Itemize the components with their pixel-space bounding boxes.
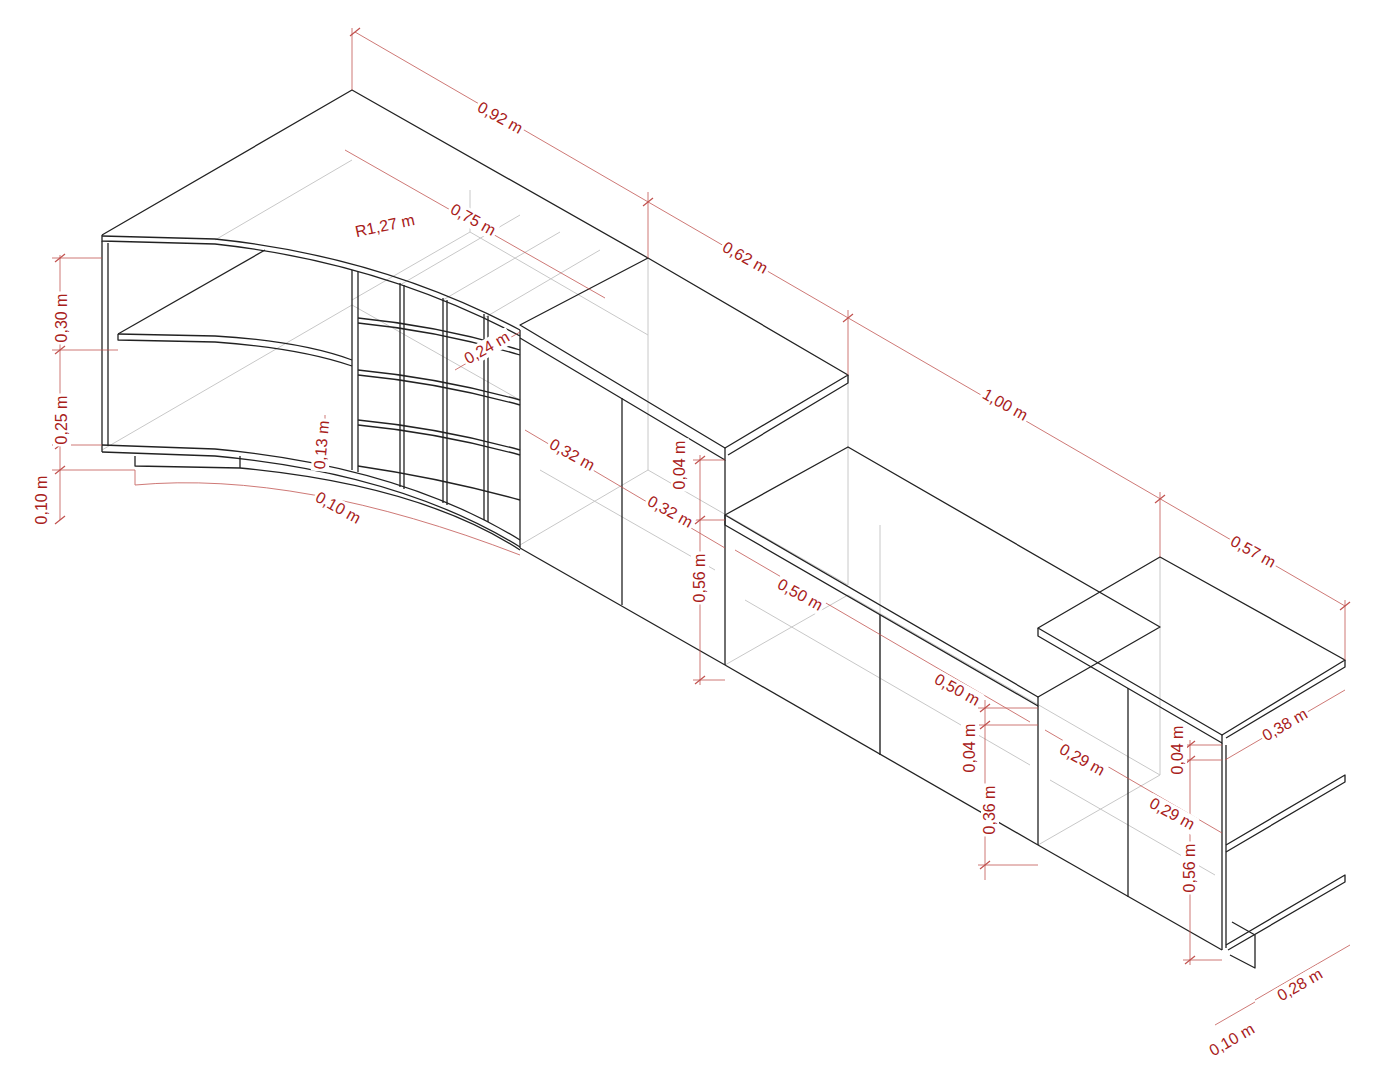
dimension-label: 0,56 m [1181, 842, 1199, 895]
dimension-label: 0,10 m [310, 487, 365, 528]
dimension-label: 0,24 m [460, 327, 515, 369]
dimension-label: 0,50 m [772, 574, 827, 615]
dimension-label: 0,04 m [961, 722, 979, 775]
dimension-label: 0,29 m [1054, 739, 1109, 780]
dimension-label: 0,04 m [1169, 724, 1187, 777]
dimension-label: 0,30 m [53, 292, 71, 345]
dimension-ticks [55, 28, 1350, 964]
furniture-outline [102, 90, 1345, 968]
dimension-label: 0,57 m [1225, 531, 1280, 572]
dimension-label: 0,10 m [1205, 1019, 1260, 1061]
dimension-label: R1,27 m [352, 210, 419, 241]
hidden-lines [102, 160, 1215, 875]
dimension-label: 0,25 m [53, 394, 71, 447]
dimension-label: 0,28 m [1273, 964, 1328, 1006]
dimension-label: 0,13 m [311, 418, 334, 472]
dimension-label: 0,75 m [445, 199, 500, 240]
dimension-label: 0,04 m [671, 439, 689, 492]
dimension-label: 1,00 m [977, 384, 1032, 425]
dimension-label: 0,50 m [929, 669, 984, 710]
dimension-label: 0,92 m [472, 97, 527, 138]
dimension-label: 0,56 m [691, 552, 709, 605]
dimension-label: 0,38 m [1258, 704, 1313, 746]
dimension-label: 0,10 m [33, 474, 51, 527]
dimension-label: 0,29 m [1144, 793, 1199, 834]
dimension-label: 0,36 m [981, 784, 999, 837]
dimension-label: 0,32 m [642, 491, 697, 532]
dimension-label: 0,62 m [717, 237, 772, 278]
dimension-label: 0,32 m [544, 434, 599, 475]
dimension-lines [52, 28, 1350, 1025]
